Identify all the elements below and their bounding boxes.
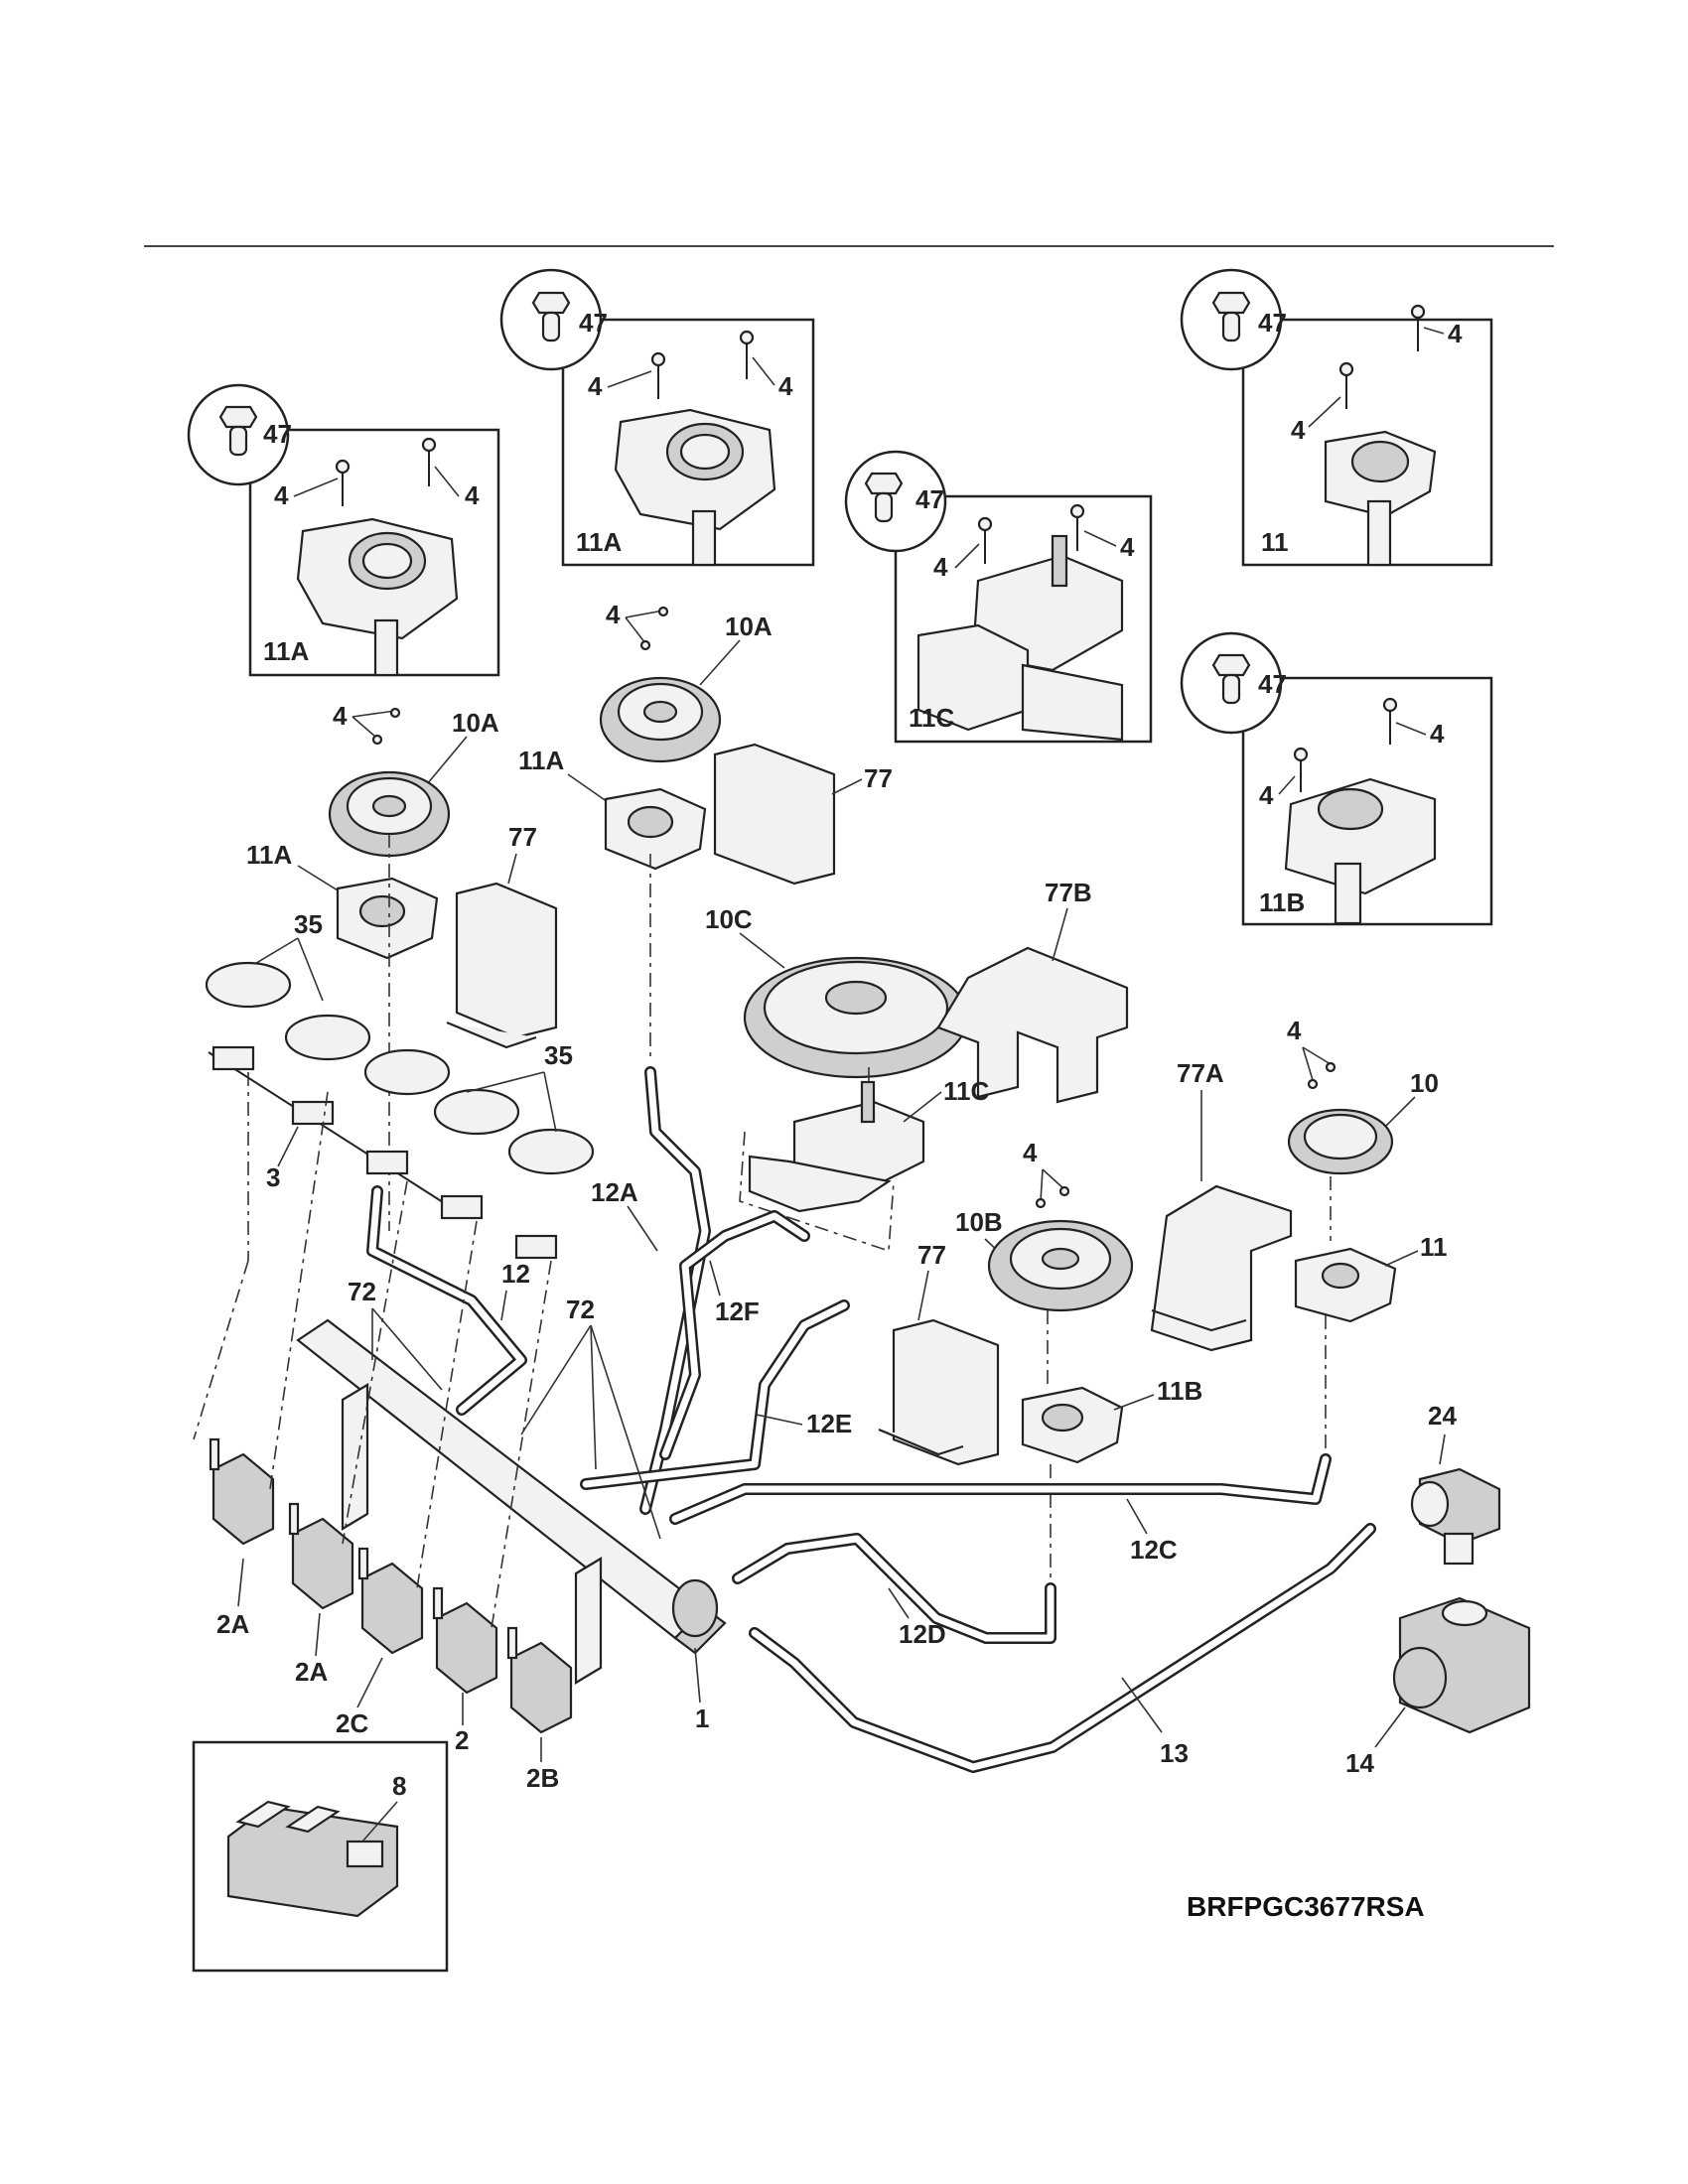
callout-8: 8	[392, 1771, 406, 1801]
svg-text:47: 47	[915, 484, 944, 514]
callout-14: 14	[1345, 1748, 1374, 1778]
callout-47: 47	[263, 419, 292, 449]
svg-text:4: 4	[778, 371, 793, 401]
diagram-code: BRFPGC3677RSA	[1187, 1891, 1425, 1922]
callout-12c: 12C	[1130, 1535, 1178, 1565]
callout-1: 1	[695, 1704, 709, 1733]
svg-text:4: 4	[588, 371, 603, 401]
callout-77a: 77A	[1177, 1058, 1224, 1088]
svg-text:47: 47	[1258, 669, 1287, 699]
svg-text:4: 4	[333, 701, 348, 731]
callout-10b: 10B	[955, 1207, 1003, 1237]
manifold-and-valves: 1 72 72	[193, 1072, 727, 1793]
callout-35: 35	[294, 909, 323, 939]
svg-text:11A: 11A	[576, 527, 622, 557]
svg-text:4: 4	[1287, 1016, 1302, 1045]
bracket-77-left: 77	[446, 822, 558, 1049]
svg-text:77: 77	[864, 763, 893, 793]
callout-11c: 11C	[909, 703, 954, 733]
callout-11c-main: 11C	[943, 1076, 989, 1106]
svg-text:11A: 11A	[246, 840, 292, 870]
callout-2c: 2C	[336, 1708, 368, 1738]
orifice-47-icon	[218, 405, 258, 457]
detail-box-11: 47 4 4 11	[1180, 268, 1493, 567]
callout-11b-main: 11B	[1157, 1376, 1202, 1406]
callout-13: 13	[1160, 1738, 1189, 1768]
callout-11-main: 11	[1420, 1232, 1448, 1262]
center-burner-assembly: 10C 77B 11C	[705, 878, 1129, 1253]
svg-text:4: 4	[1291, 415, 1306, 445]
svg-text:72: 72	[566, 1295, 595, 1324]
callout-11: 11	[1261, 527, 1289, 557]
callout-12e: 12E	[806, 1409, 852, 1438]
svg-text:77: 77	[917, 1240, 946, 1270]
valve-2b	[506, 1626, 573, 1734]
svg-text:4: 4	[606, 600, 621, 629]
valve-2a-1	[209, 1437, 275, 1546]
valve-2	[432, 1586, 498, 1695]
callout-10: 10	[1410, 1068, 1439, 1098]
callout-12: 12	[501, 1259, 530, 1289]
left-burner-assembly: 4 10A 11A 35 35 3	[205, 701, 595, 1260]
callout-11b: 11B	[1259, 887, 1305, 917]
svg-text:4: 4	[1448, 319, 1463, 348]
svg-text:35: 35	[544, 1040, 573, 1070]
svg-text:4: 4	[933, 552, 948, 582]
callout-2b: 2B	[526, 1763, 559, 1793]
svg-text:4: 4	[1430, 719, 1445, 749]
callout-2a: 2A	[216, 1609, 249, 1639]
callout-12f: 12F	[715, 1297, 760, 1326]
callout-12d: 12D	[899, 1619, 946, 1649]
svg-text:11A: 11A	[518, 746, 564, 775]
svg-text:4: 4	[1259, 780, 1274, 810]
callout-72: 72	[348, 1277, 376, 1306]
svg-text:4: 4	[1023, 1138, 1038, 1167]
detail-box-11a-left: 47 4 4 11A	[187, 383, 500, 677]
callout-77b: 77B	[1045, 878, 1092, 907]
callout-10a: 10A	[452, 708, 499, 738]
detail-box-11a-top: 47 4 4 11A	[499, 268, 815, 567]
svg-text:47: 47	[579, 308, 608, 338]
valve-2a-2	[288, 1502, 354, 1610]
callout-2: 2	[455, 1725, 469, 1755]
detail-box-11b: 47 4 4 11B	[1180, 631, 1493, 926]
callout-11a: 11A	[263, 636, 309, 666]
callout-12a: 12A	[591, 1177, 638, 1207]
callout-24: 24	[1428, 1401, 1457, 1431]
svg-text:10A: 10A	[725, 612, 773, 641]
detail-box-11c: 47 4 4 11C	[844, 450, 1153, 744]
detail-box-8: 8	[192, 1740, 449, 1973]
callout-4: 4	[274, 480, 289, 510]
callout-77: 77	[508, 822, 537, 852]
svg-text:4: 4	[1120, 532, 1135, 562]
callout-3: 3	[266, 1162, 280, 1192]
svg-text:47: 47	[1258, 308, 1287, 338]
regulator-assembly: 24 14	[1345, 1401, 1531, 1778]
svg-text:2A: 2A	[295, 1657, 328, 1687]
valve-2c	[357, 1547, 424, 1655]
callout-10c: 10C	[705, 904, 753, 934]
right-burner-assembly: 4 10B 11B 77 77A 4 10	[878, 1016, 1448, 1588]
svg-text:4: 4	[465, 480, 480, 510]
mid-burner-assembly: 4 10A 11A 77	[518, 600, 893, 1062]
gas-tubing: 12A 12F 12E 12 12C 12D 13	[366, 1066, 1376, 1773]
